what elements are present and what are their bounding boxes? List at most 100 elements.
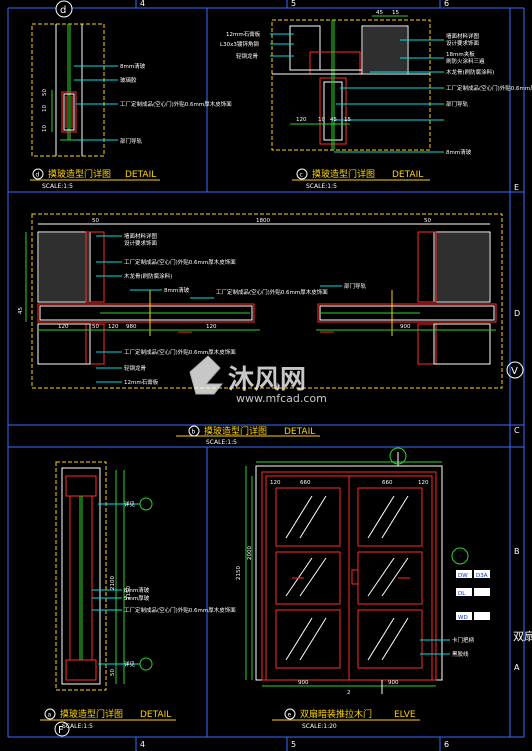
elevation-scale: SCALE:1:20 <box>302 723 337 730</box>
detail-b-dim-1: 50 <box>92 218 99 224</box>
detail-c-dim-5: 45 <box>376 10 383 16</box>
elevation-dim-1: 120 <box>270 480 281 486</box>
elevation-tag-1-value: D3A <box>476 573 488 579</box>
detail-c-label-left-3: 轻钢龙骨 <box>236 52 259 60</box>
elevation-tag-1-code: DW <box>458 573 468 579</box>
detail-c-label-left-2: L30x3镀锌角钢 <box>220 40 259 48</box>
elevation-tag-2-code-box <box>456 588 472 596</box>
detail-d-scale: SCALE:1:5 <box>42 183 73 190</box>
detail-c-label-right-7: 部门导轨 <box>446 100 469 108</box>
grid-col-label-top-6: 6 <box>444 0 449 8</box>
elevation-tag-3-code: WD <box>458 615 468 621</box>
detail-d-dim-3: 10 <box>42 125 48 132</box>
detail-b-label-mid-3: 部门导轨 <box>344 282 367 290</box>
elevation-tag-1-code-box <box>456 570 472 578</box>
elevation-dim-5: 900 <box>298 680 309 686</box>
detail-b-dim-8: 120 <box>206 324 217 330</box>
elevation-tag-2-code: DL <box>458 591 466 597</box>
detail-d-dim-2: 50 <box>42 89 48 96</box>
elevation-label-2: 黑胶线 <box>452 650 469 658</box>
detail-c-dim-3: 45 <box>330 117 337 123</box>
detail-a-title: 摸玻造型门详图 <box>60 708 123 720</box>
detail-c-badge: c <box>300 172 303 179</box>
detail-a-badge: a <box>48 712 52 719</box>
detail-c-dim-6: 15 <box>392 10 399 16</box>
detail-a-label-1: 详见 <box>124 500 136 508</box>
elevation-dim-9: 2 <box>347 690 351 696</box>
detail-c-scale: SCALE:1:5 <box>306 183 337 190</box>
detail-b-label-top-1: 墙面材料详图 <box>124 232 158 240</box>
detail-a-dim-1: 2150 <box>126 586 132 600</box>
detail-b-label-top-3: 工厂定制成品(空心门)外贴0.6mm厚木皮饰面 <box>124 258 236 266</box>
elevation-dim-6: 900 <box>388 680 399 686</box>
detail-a-title-block: a 摸玻造型门详图 DETAIL SCALE:1:5 <box>40 708 176 730</box>
detail-b-label-top-2: 设计要求饰面 <box>124 239 158 247</box>
grid-row-label-d: D <box>514 309 520 318</box>
grid-row-labels: E D C B A <box>514 183 520 672</box>
elevation-dim-4: 120 <box>418 480 429 486</box>
grid-col-label-bottom-6: 6 <box>444 740 449 749</box>
grid-col-label-top-4: 4 <box>140 0 145 8</box>
detail-c-drawing <box>270 15 444 153</box>
detail-d-title-en: DETAIL <box>125 170 156 180</box>
detail-a-label-5: 详见 <box>124 660 136 668</box>
elevation-tag-2-value-box <box>474 588 490 596</box>
elevation-title-en: ELVE <box>394 710 416 720</box>
detail-b-dim-9: 900 <box>400 324 411 330</box>
elevation-dim-2: 660 <box>300 480 311 486</box>
grid-side-marker-label: V <box>511 366 518 377</box>
detail-d-badge: d <box>36 172 40 179</box>
detail-a-drawing <box>55 461 153 691</box>
detail-c-label-left-1: 12mm石膏板 <box>226 30 261 38</box>
detail-d-label-4: 部门导轨 <box>120 137 143 145</box>
grid-row-label-a: A <box>514 663 520 672</box>
detail-b-label-top-4: 木龙骨(刷防腐涂料) <box>124 272 172 280</box>
elevation-tag-1-value-box <box>474 570 490 578</box>
detail-b-drawing <box>25 213 503 389</box>
detail-b-dim-2: 1800 <box>256 218 270 224</box>
detail-c-label-right-6: 工厂定制成品(空心门)外贴0.6mm厚木皮饰面 <box>446 84 532 92</box>
detail-d-label-2: 玻璃胶 <box>120 76 137 84</box>
detail-b-scale: SCALE:1:5 <box>206 439 237 446</box>
elevation-dim-8: 2000 <box>247 546 253 560</box>
detail-d-title-block: d 摸玻造型门详图 DETAIL SCALE:1:5 <box>30 168 160 190</box>
detail-c-title-block: c 摸玻造型门详图 DETAIL SCALE:1:5 <box>292 168 430 190</box>
detail-b-dim-5: 50 <box>92 324 99 330</box>
detail-c-dim-4: 15 <box>344 117 351 123</box>
detail-d-drawing <box>31 23 118 157</box>
elevation-title-block: e 双扇暗装推拉木门 ELVE SCALE:1:20 <box>272 708 420 730</box>
detail-b-title-en: DETAIL <box>284 427 315 437</box>
grid-side-marker: V 双扇 <box>506 361 532 643</box>
detail-d-dim-1: 10 <box>42 105 48 112</box>
detail-d-label-1: 8mm清玻 <box>120 62 146 70</box>
detail-c-label-right-1: 墙面材料详图 <box>446 32 480 40</box>
watermark-brand: 沐风网 <box>228 365 306 395</box>
detail-a-label-4: 工厂定制成品(空心门)外贴0.6mm厚木皮饰面 <box>124 606 236 614</box>
elevation-dim-3: 660 <box>382 480 393 486</box>
detail-b-label-mid-2: 工厂定制成品(空心门)外贴0.6mm厚木皮饰面 <box>216 288 328 296</box>
detail-a-labels: 详见 8mm清玻 5mm厚玻 工厂定制成品(空心门)外贴0.6mm厚木皮饰面 详… <box>110 500 236 676</box>
detail-b-label-mid-1: 8mm清玻 <box>164 286 190 294</box>
detail-c-labels: 12mm石膏板 L30x3镀锌角钢 轻钢龙骨 墙面材料详图 设计要求饰面 18m… <box>220 10 532 156</box>
elevation-title: 双扇暗装推拉木门 <box>300 708 372 720</box>
detail-c-label-right-3: 18mm夹板 <box>446 50 475 58</box>
detail-a-dim-2: 2100 <box>110 576 116 590</box>
detail-b-label-bot-3: 12mm石膏板 <box>124 378 159 386</box>
grid-row-label-c: C <box>514 426 520 435</box>
elevation-drawing <box>245 447 469 694</box>
detail-d-labels: 8mm清玻 玻璃胶 工厂定制成品(空心门)外贴0.6mm厚木皮饰面 部门导轨 1… <box>42 62 232 145</box>
detail-b-title: 摸玻造型门详图 <box>204 425 267 437</box>
watermark-logo-icon <box>189 355 224 395</box>
elevation-tags: DW D3A DL WD <box>456 570 490 621</box>
detail-a-label-3: 5mm厚玻 <box>124 594 150 602</box>
detail-b-dim-10: 45 <box>18 307 24 314</box>
detail-b-label-bot-2: 轻钢龙骨 <box>124 364 147 372</box>
elevation-labels: 卡门把柄 黑胶线 120 660 660 120 900 900 2150 20… <box>236 480 475 696</box>
grid-col-label-bottom-5: 5 <box>291 740 296 749</box>
sheet-marker-top: d <box>60 5 66 16</box>
detail-c-dim-1: 120 <box>296 117 307 123</box>
detail-d-label-3: 工厂定制成品(空心门)外贴0.6mm厚木皮饰面 <box>120 100 232 108</box>
detail-b-dim-6: 120 <box>108 324 119 330</box>
detail-c-label-right-8: 8mm清玻 <box>446 148 472 156</box>
